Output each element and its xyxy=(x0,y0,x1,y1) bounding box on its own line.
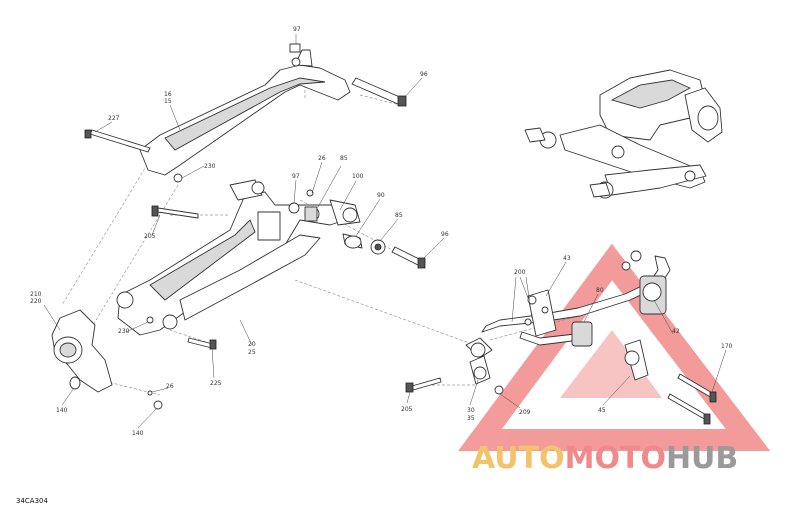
callout-230-lower: 230 xyxy=(118,328,130,335)
sway-link xyxy=(405,337,504,395)
callout-45: 45 xyxy=(598,407,606,414)
nut-230-lower xyxy=(146,316,154,324)
nut-230-upper xyxy=(173,173,183,183)
watermark-inner-triangle xyxy=(560,330,662,398)
bolt-225 xyxy=(187,337,214,349)
nut-209 xyxy=(494,385,504,395)
watermark-logo xyxy=(458,243,771,451)
callout-26: 26 xyxy=(318,155,326,162)
callout-200: 200 xyxy=(514,269,526,276)
bolt-96-upper xyxy=(351,77,403,105)
watermark-hub: HUB xyxy=(666,441,738,476)
callout-100: 100 xyxy=(352,173,364,180)
callout-96: 96 xyxy=(420,71,428,78)
watermark-text: AUTOMOTOHUB xyxy=(472,441,738,476)
callout-20: 20 xyxy=(248,341,256,348)
callout-209: 209 xyxy=(519,409,531,416)
watermark-triangle xyxy=(458,243,771,451)
callout-227: 227 xyxy=(108,115,120,122)
callout-230: 230 xyxy=(204,163,216,170)
callout-225: 225 xyxy=(210,380,222,387)
callout-205: 205 xyxy=(144,233,156,240)
bolt-205-upper xyxy=(157,207,199,219)
watermark-moto: MOTO xyxy=(565,441,666,476)
lower-a-arm xyxy=(116,179,361,336)
diagram-code: 34CA304 xyxy=(16,497,48,505)
callout-210: 210 xyxy=(30,291,42,298)
callout-140-lower: 140 xyxy=(132,430,144,437)
callout-42: 42 xyxy=(672,328,680,335)
bushings xyxy=(288,189,426,269)
callout-16: 16 xyxy=(164,91,172,98)
wheel-knuckle xyxy=(51,309,217,410)
nut-140-lower xyxy=(153,400,163,410)
callout-85: 85 xyxy=(340,155,348,162)
callout-90: 90 xyxy=(377,192,385,199)
callout-97: 97 xyxy=(293,26,301,33)
callout-96-lower: 96 xyxy=(441,231,449,238)
callout-80: 80 xyxy=(596,287,604,294)
callout-35: 35 xyxy=(467,415,475,422)
callout-220: 220 xyxy=(30,298,42,305)
callout-26-lower: 26 xyxy=(166,383,174,390)
callout-15: 15 xyxy=(164,98,172,105)
upper-a-arm xyxy=(84,43,407,183)
callout-97-lower: 97 xyxy=(292,173,300,180)
callout-30: 30 xyxy=(467,407,475,414)
callout-205-lower: 205 xyxy=(401,406,413,413)
nut-97 xyxy=(289,43,301,53)
callout-labels: 97 96 16 15 227 230 26 85 97 100 90 85 9… xyxy=(30,26,733,437)
callout-25: 25 xyxy=(248,349,256,356)
assembled-view-inset xyxy=(524,69,723,199)
callout-43: 43 xyxy=(563,255,571,262)
dashed-alignment-lines xyxy=(61,60,601,396)
sway-bar xyxy=(481,250,717,425)
callout-170: 170 xyxy=(721,343,733,350)
cap-140-left xyxy=(69,376,81,390)
watermark-auto: AUTO xyxy=(472,441,565,476)
bolt-227 xyxy=(89,129,151,153)
callout-leaders xyxy=(43,34,727,429)
callout-85-lower: 85 xyxy=(395,212,403,219)
callout-140: 140 xyxy=(56,407,68,414)
cotter-26 xyxy=(147,390,153,396)
bolt-205-lower xyxy=(411,377,442,391)
